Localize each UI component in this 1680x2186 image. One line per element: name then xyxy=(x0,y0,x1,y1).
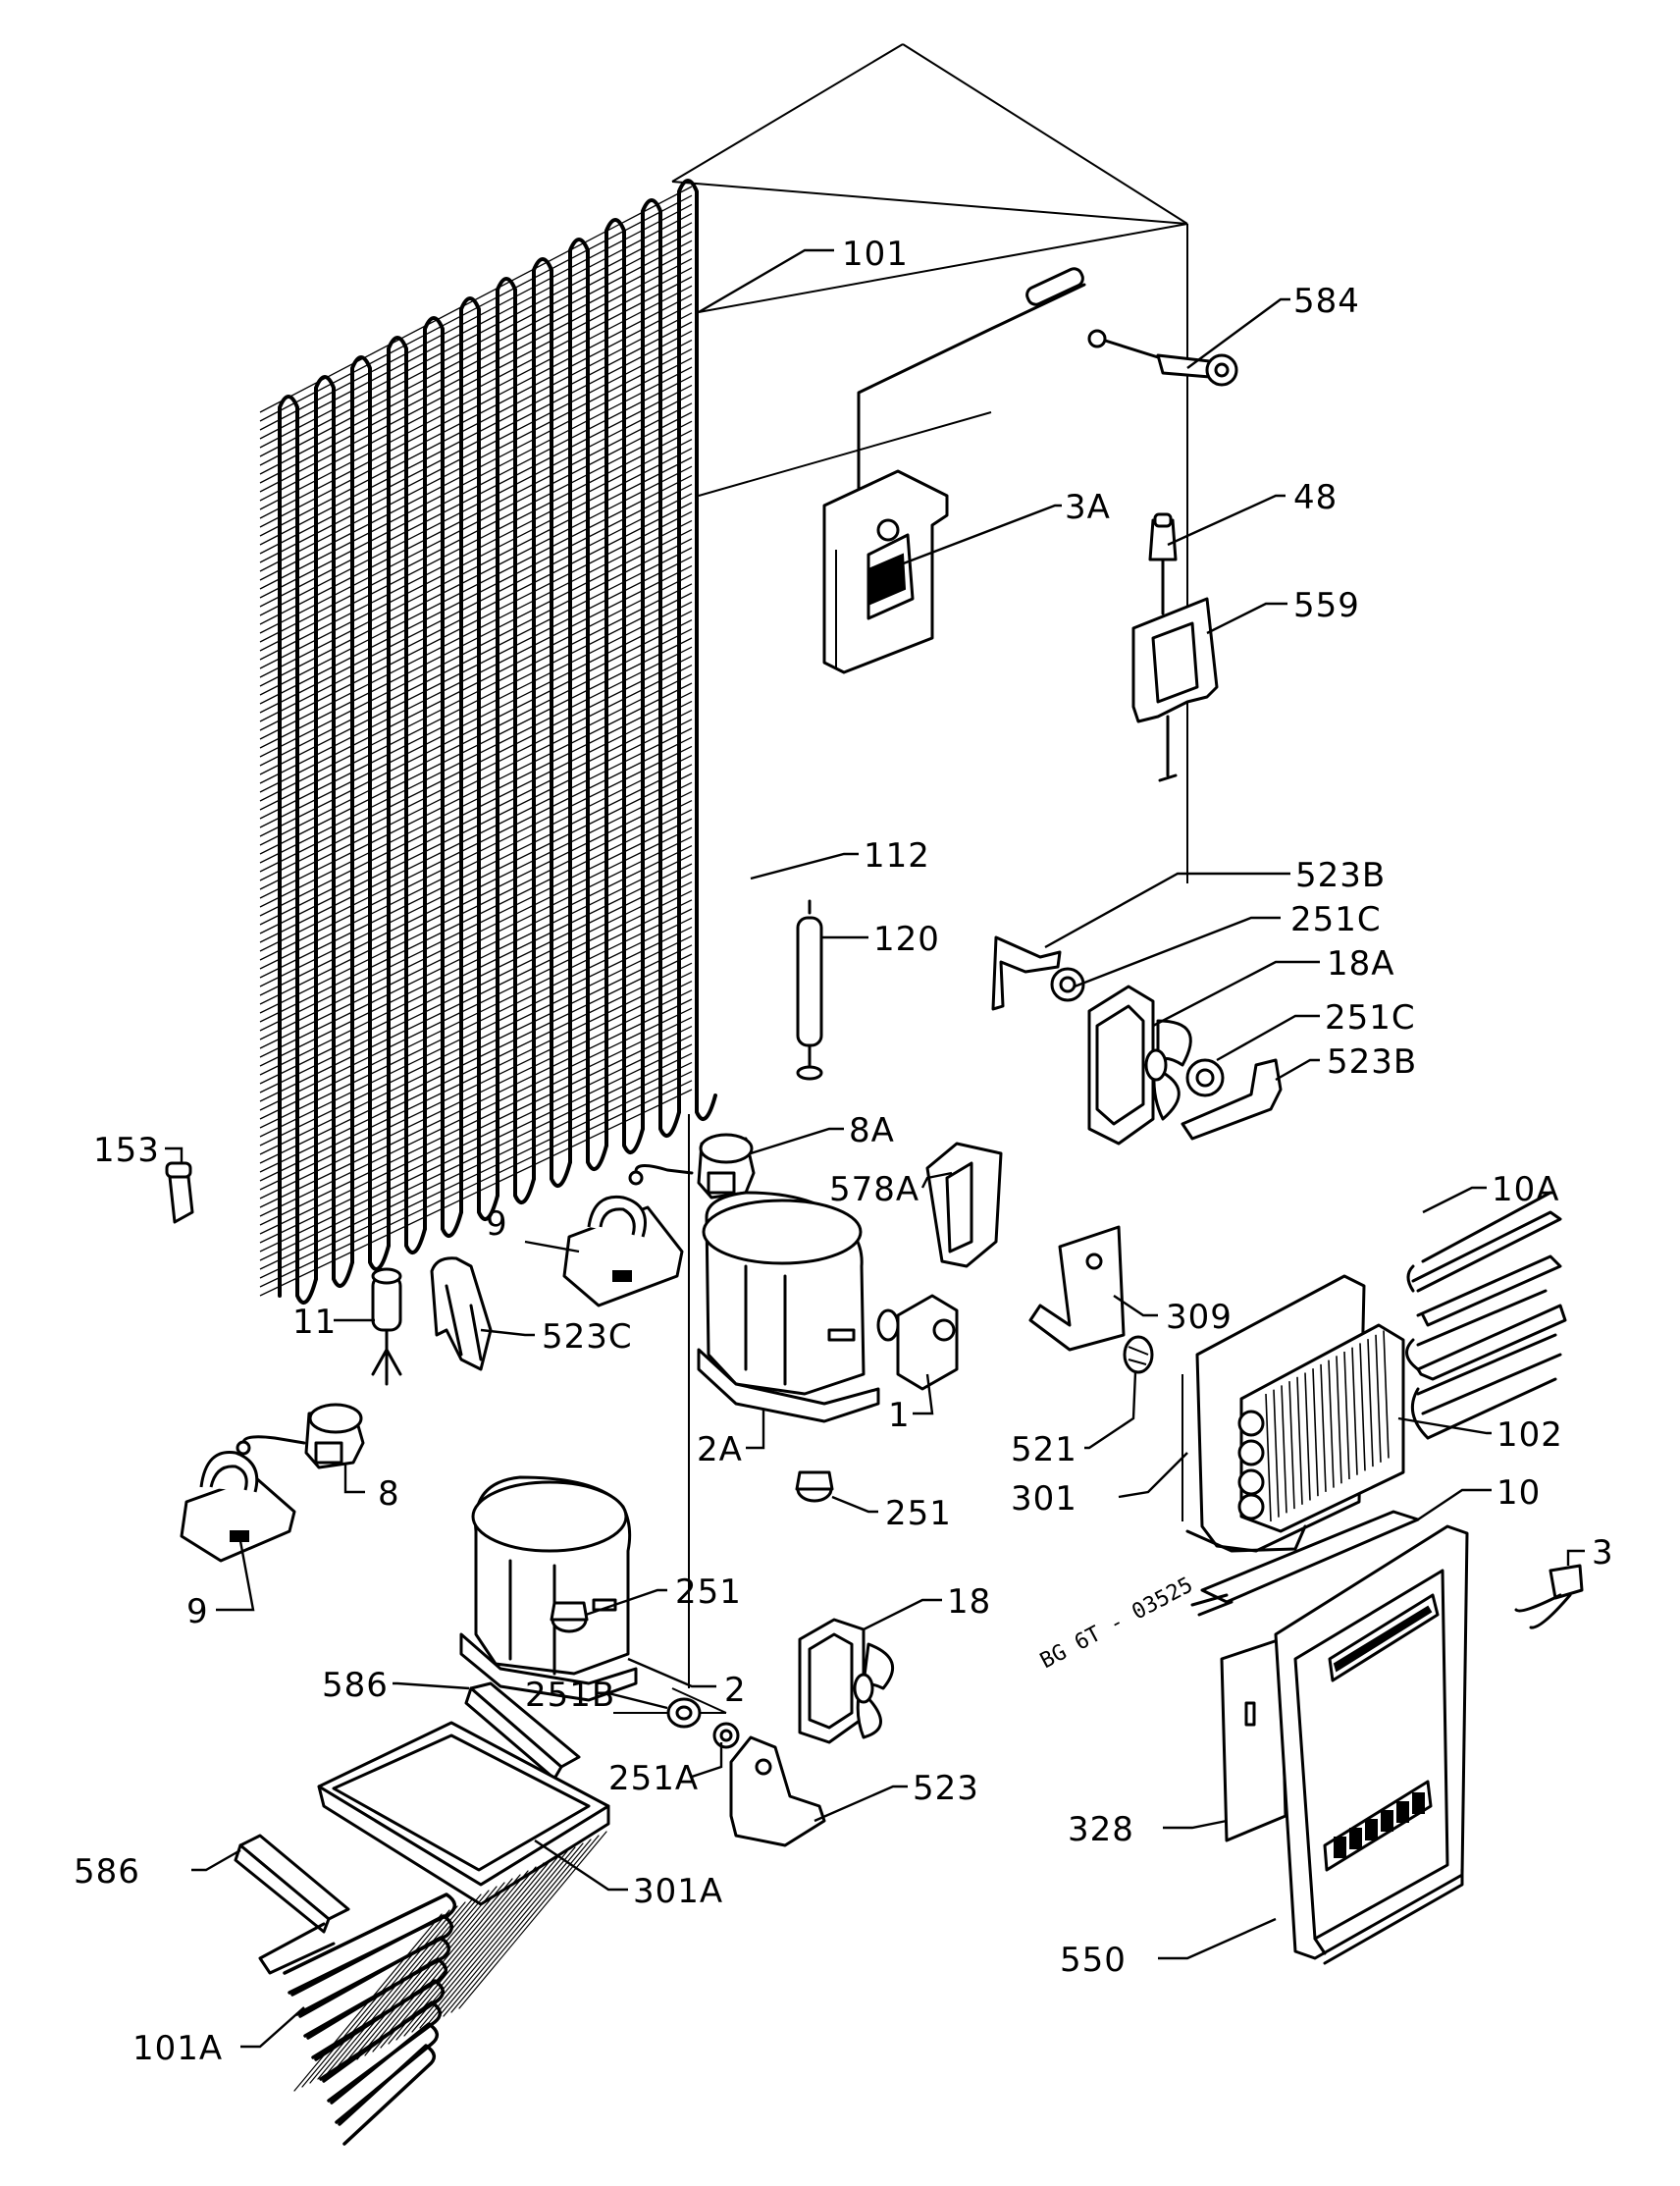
compressor-2A xyxy=(697,1191,880,1423)
label-2: 2 xyxy=(724,1671,747,1710)
label-8A: 8A xyxy=(849,1111,895,1150)
label-523B-bottom: 523B xyxy=(1327,1042,1417,1082)
label-586-top: 586 xyxy=(322,1666,389,1705)
label-523B-top: 523B xyxy=(1295,856,1386,895)
fan-motor-18A xyxy=(1087,985,1192,1146)
fan-bracket-523B-bottom xyxy=(1181,1058,1283,1141)
evaporator-102 xyxy=(1195,1274,1405,1553)
label-3A: 3A xyxy=(1065,488,1111,527)
grommet-251-low xyxy=(550,1601,589,1633)
panel-328 xyxy=(1220,1637,1287,1842)
label-559: 559 xyxy=(1293,586,1360,625)
label-251-low: 251 xyxy=(675,1573,742,1612)
thermostat-3A xyxy=(822,267,1086,674)
label-3: 3 xyxy=(1592,1533,1614,1573)
knob-521 xyxy=(1123,1335,1154,1374)
bracket-523 xyxy=(729,1735,826,1847)
bracket-559 xyxy=(1131,597,1219,782)
drier-120 xyxy=(796,899,823,1081)
label-10A: 10A xyxy=(1492,1170,1560,1209)
label-309: 309 xyxy=(1166,1298,1233,1337)
label-1: 1 xyxy=(888,1396,911,1435)
clamp-9-upper xyxy=(562,1195,684,1307)
label-102: 102 xyxy=(1496,1415,1563,1455)
label-251-mid: 251 xyxy=(885,1494,952,1533)
label-251A: 251A xyxy=(608,1759,699,1798)
sensor-clip-584 xyxy=(1087,329,1238,387)
label-586-left: 586 xyxy=(74,1852,140,1892)
drip-tray-301A xyxy=(317,1721,610,1906)
label-251B: 251B xyxy=(525,1676,615,1715)
label-18: 18 xyxy=(947,1582,991,1622)
label-101A: 101A xyxy=(132,2029,223,2068)
label-2A: 2A xyxy=(697,1430,743,1469)
label-48: 48 xyxy=(1293,478,1338,517)
label-523: 523 xyxy=(913,1769,979,1808)
label-251C-top: 251C xyxy=(1290,900,1382,939)
rear-cover-550 xyxy=(1274,1524,1469,1965)
strip-586-left xyxy=(234,1834,350,1934)
washer-251A xyxy=(712,1722,740,1749)
knob-48 xyxy=(1148,512,1178,615)
fan-18 xyxy=(798,1618,894,1744)
label-578A: 578A xyxy=(829,1170,919,1209)
callout-labels: 101 584 3A 48 559 112 120 523B 251C 18A … xyxy=(74,235,1614,2068)
drawing-code-stamp: BG 6T - 03525 xyxy=(1036,1573,1197,1674)
starter-relay-1 xyxy=(876,1294,959,1391)
label-251C-bottom: 251C xyxy=(1325,998,1416,1038)
fan-bracket-523B-top xyxy=(991,935,1062,1011)
relay-8 xyxy=(236,1403,365,1469)
capacitor-11 xyxy=(371,1267,402,1386)
bracket-309 xyxy=(1028,1225,1126,1352)
label-9-upper: 9 xyxy=(486,1204,508,1244)
grommet-251C-bottom xyxy=(1185,1058,1225,1097)
label-523C: 523C xyxy=(542,1317,633,1357)
grommet-251C-top xyxy=(1050,967,1085,1002)
label-153: 153 xyxy=(93,1131,160,1170)
label-584: 584 xyxy=(1293,282,1360,321)
label-8: 8 xyxy=(378,1474,400,1514)
label-328: 328 xyxy=(1068,1810,1134,1849)
label-120: 120 xyxy=(873,920,940,959)
relay-8A xyxy=(628,1133,756,1200)
label-521: 521 xyxy=(1011,1430,1077,1469)
tube-112 xyxy=(733,802,788,994)
foot-153 xyxy=(165,1161,194,1224)
grommet-251-mid xyxy=(795,1470,834,1503)
label-10: 10 xyxy=(1496,1473,1541,1513)
clip-523C xyxy=(430,1256,493,1371)
label-9-lower: 9 xyxy=(186,1592,209,1631)
label-301A: 301A xyxy=(633,1872,723,1911)
label-301: 301 xyxy=(1011,1479,1077,1519)
grommet-251B xyxy=(666,1697,702,1729)
label-550: 550 xyxy=(1060,1941,1127,1980)
label-18A: 18A xyxy=(1327,944,1395,984)
label-101: 101 xyxy=(842,235,909,274)
compressor-2 xyxy=(459,1475,638,1702)
clamp-9-lower xyxy=(180,1450,296,1563)
condenser-101 xyxy=(259,179,717,1305)
switch-3 xyxy=(1514,1564,1584,1629)
cover-578A xyxy=(925,1142,1003,1268)
condenser-101A xyxy=(258,1831,607,2146)
label-11: 11 xyxy=(292,1303,337,1342)
label-112: 112 xyxy=(864,836,930,876)
tray-301 xyxy=(1185,1524,1307,1553)
heater-10A xyxy=(1405,1191,1567,1440)
leader-lines xyxy=(165,248,1585,2049)
cabinet-outline xyxy=(613,43,1188,1714)
